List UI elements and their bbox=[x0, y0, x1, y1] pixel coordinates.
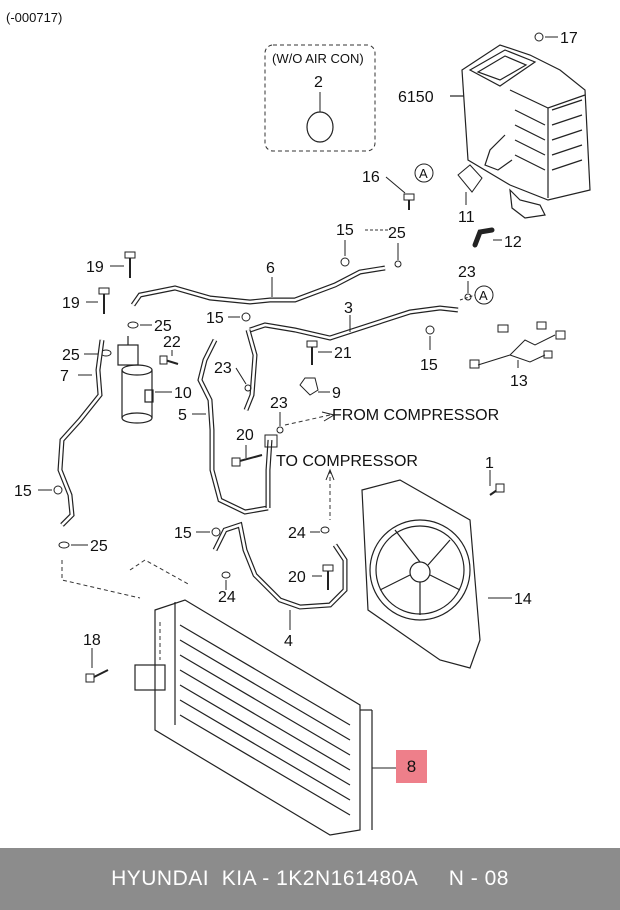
cooling-fan-part bbox=[361, 479, 481, 669]
callout-17: 17 bbox=[560, 30, 578, 47]
ref-marker-a-top: A bbox=[419, 166, 428, 181]
callout-20-upper: 20 bbox=[236, 427, 254, 444]
callout-23-mid: 23 bbox=[214, 360, 232, 377]
callout-25-lower: 25 bbox=[90, 538, 108, 555]
callout-24-right: 24 bbox=[288, 525, 306, 542]
to-compressor-label: TO COMPRESSOR bbox=[276, 453, 418, 470]
callout-20-lower: 20 bbox=[288, 569, 306, 586]
callout-3: 3 bbox=[344, 300, 353, 317]
callout-15-left: 15 bbox=[14, 483, 32, 500]
ref-code-6150: 6150 bbox=[398, 89, 434, 106]
inset-without-aircon: (W/O AIR CON) bbox=[264, 44, 376, 152]
callout-19-lower: 19 bbox=[62, 295, 80, 312]
callout-25-left: 25 bbox=[62, 347, 80, 364]
callout-2: 2 bbox=[314, 74, 323, 91]
callout-18: 18 bbox=[83, 632, 101, 649]
condenser-part bbox=[134, 599, 373, 836]
callout-23-right: 23 bbox=[458, 264, 476, 281]
callout-24-left: 24 bbox=[218, 589, 236, 606]
callout-15-mid: 15 bbox=[206, 310, 224, 327]
callout-15-top: 15 bbox=[336, 222, 354, 239]
callout-5: 5 bbox=[178, 407, 187, 424]
callout-25-top: 25 bbox=[388, 225, 406, 242]
hvac-unit-part bbox=[450, 44, 591, 219]
callout-9: 9 bbox=[332, 385, 341, 402]
callout-1: 1 bbox=[485, 455, 494, 472]
callout-6: 6 bbox=[266, 260, 275, 277]
ref-marker-a-right: A bbox=[479, 288, 488, 303]
callout-16: 16 bbox=[362, 169, 380, 186]
callout-19-upper: 19 bbox=[86, 259, 104, 276]
from-compressor-label: FROM COMPRESSOR bbox=[332, 407, 499, 424]
blanking-cap-part bbox=[306, 111, 334, 143]
callout-13: 13 bbox=[510, 373, 528, 390]
receiver-drier-part bbox=[117, 336, 154, 424]
inset-title: (W/O AIR CON) bbox=[272, 51, 364, 66]
callout-15-center: 15 bbox=[174, 525, 192, 542]
callout-15-right: 15 bbox=[420, 357, 438, 374]
callout-11: 11 bbox=[458, 209, 475, 226]
callout-7: 7 bbox=[60, 368, 69, 385]
callout-21: 21 bbox=[334, 345, 352, 362]
parts-diagram: (-000717) (W/O AIR CON) 6150 17 16 A 11 … bbox=[6, 10, 591, 836]
footer-bar: HYUNDAI KIA - 1K2N161480A N - 08 bbox=[0, 848, 620, 910]
range-code: (-000717) bbox=[6, 10, 62, 25]
wiring-harness-part bbox=[469, 321, 566, 369]
callout-25-receiver: 25 bbox=[154, 318, 172, 335]
callout-12: 12 bbox=[504, 234, 522, 251]
footer-part-number: HYUNDAI KIA - 1K2N161480A N - 08 bbox=[111, 867, 509, 890]
callout-4: 4 bbox=[284, 633, 293, 650]
callout-22: 22 bbox=[163, 334, 181, 351]
highlight-callout-8: 8 bbox=[396, 750, 427, 783]
callout-10: 10 bbox=[174, 385, 192, 402]
callout-14: 14 bbox=[514, 591, 532, 608]
callout-23-lower: 23 bbox=[270, 395, 288, 412]
